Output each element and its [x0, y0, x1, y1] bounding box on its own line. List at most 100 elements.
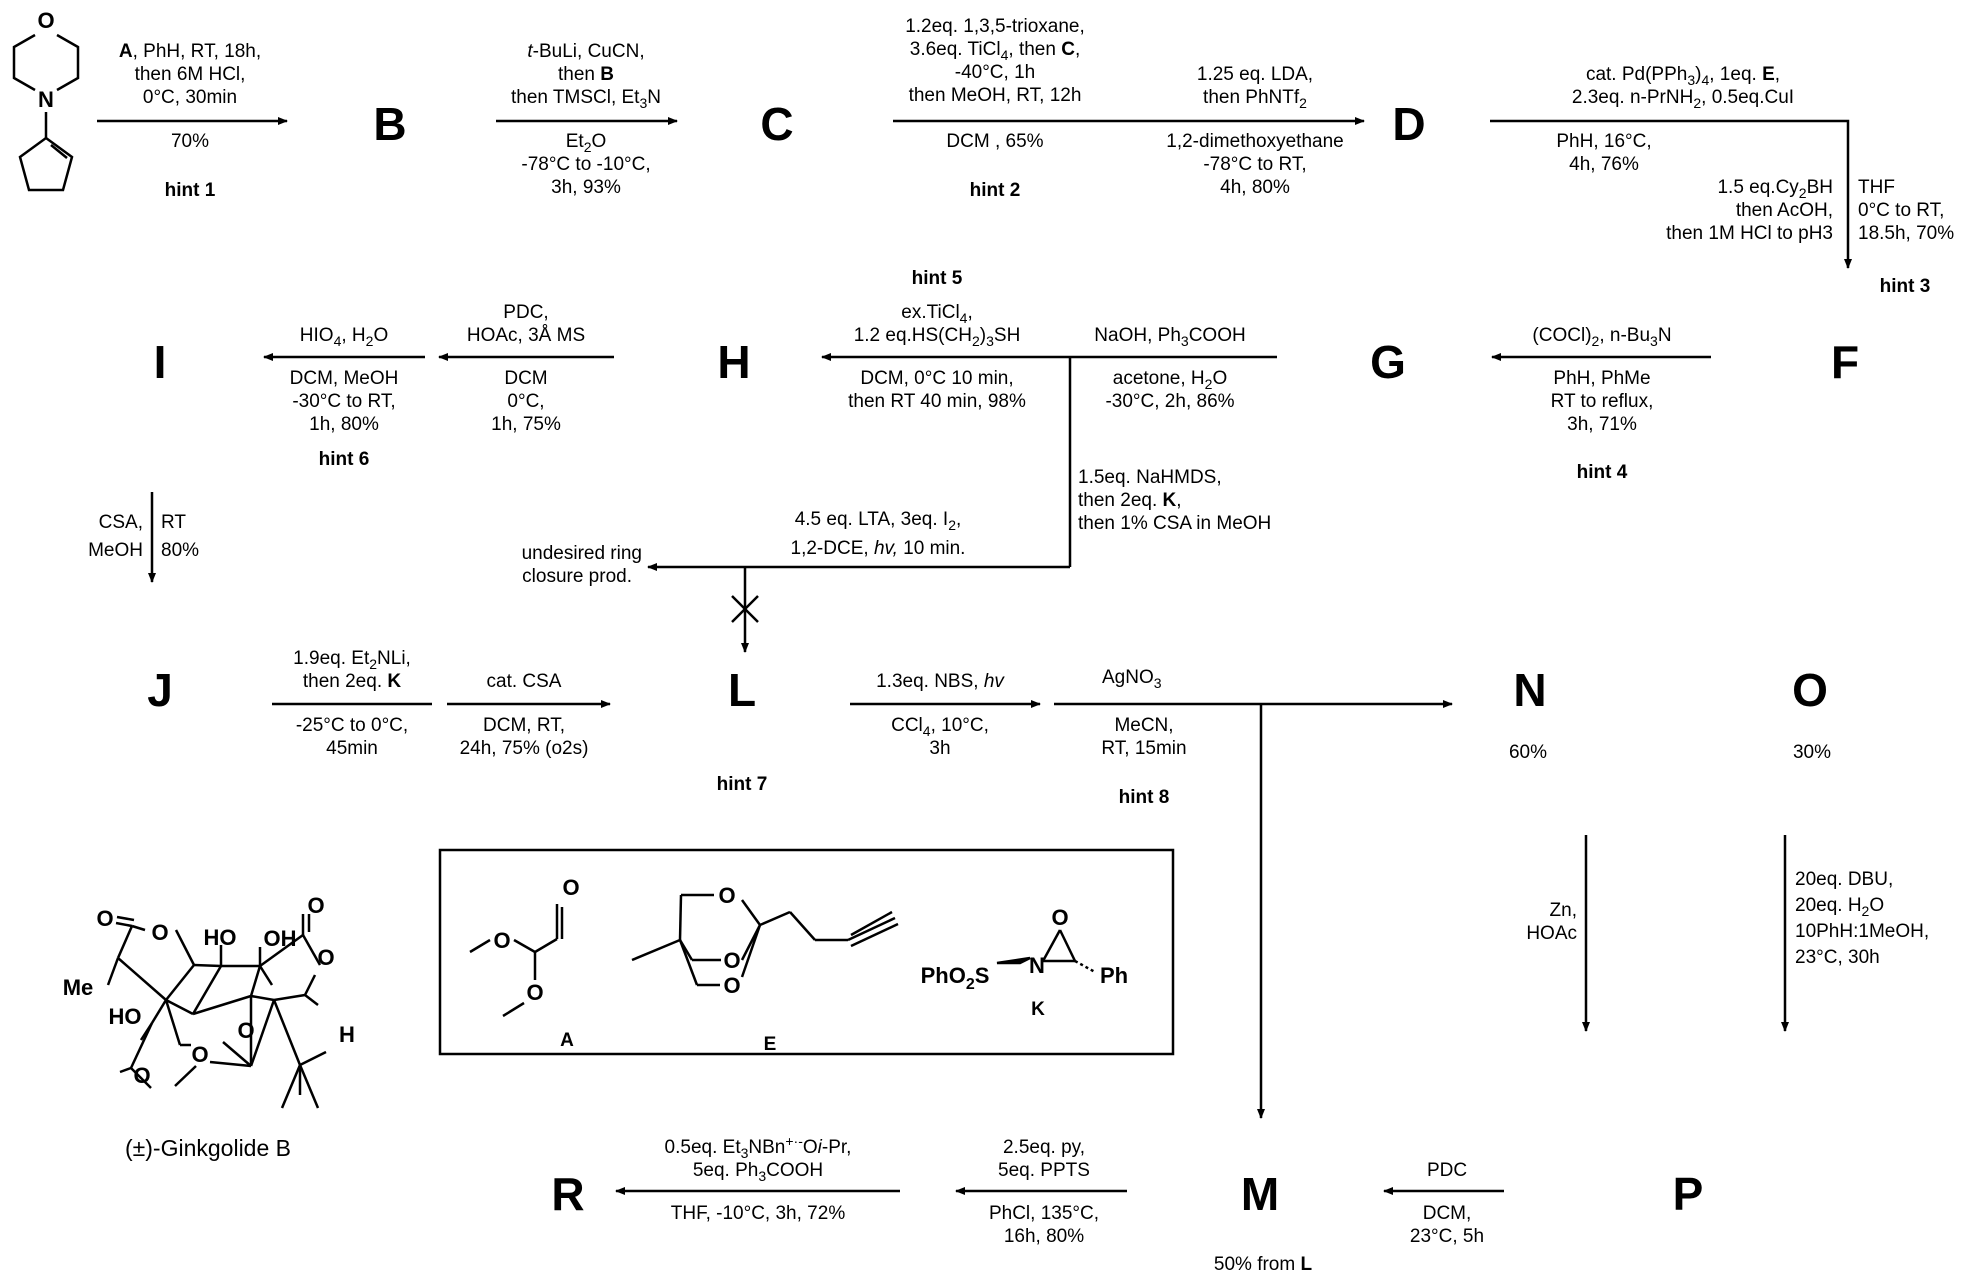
step16-cond-1: cat. CSA — [487, 671, 562, 692]
step15-cond-2: then 2eq. K — [303, 671, 402, 692]
step1-cond-2: then 6M HCl, — [135, 64, 246, 85]
K-nitrogen: N — [1029, 953, 1045, 978]
step16-cond-3: 24h, 75% (o2s) — [460, 738, 589, 759]
step15-cond-1: 1.9eq. Et2NLi, — [293, 648, 411, 672]
step13-cond-1: 1.5eq. NaHMDS, — [1078, 467, 1222, 488]
compound-N: N — [1513, 664, 1546, 716]
compound-F: F — [1831, 336, 1859, 388]
step5-cond-1: cat. Pd(PPh3)4, 1eq. E, — [1586, 64, 1780, 88]
step5-cond-4: 4h, 76% — [1569, 154, 1639, 175]
g-hydroxyl-2: OH — [264, 926, 297, 951]
step17-cond-3: 3h — [929, 738, 950, 759]
step3-cond-4: then MeOH, RT, 12h — [909, 85, 1082, 106]
g-hydroxyl-3: HO — [109, 1004, 142, 1029]
step3-cond-1: 1.2eq. 1,3,5-trioxane, — [905, 16, 1085, 37]
yield-M: 50% from L — [1214, 1254, 1313, 1275]
step22-cond-1: 2.5eq. py, — [1003, 1137, 1085, 1158]
arrow-5 — [1490, 119, 1852, 269]
structure-K — [996, 929, 1096, 974]
step7-cond-1: (COCl)2, n-Bu3N — [1532, 325, 1671, 349]
step10-cond-1: PDC, — [503, 302, 548, 323]
step5-cond-3: PhH, 16°C, — [1556, 131, 1651, 152]
step3-cond-3: -40°C, 1h — [955, 62, 1035, 83]
A-oxygen-2: O — [562, 875, 579, 900]
step4-cond-2: then PhNTf2 — [1203, 87, 1307, 111]
g-methyl: Me — [63, 975, 94, 1000]
g-hydrogen: H — [339, 1022, 355, 1047]
step20-cond-1: 20eq. DBU, — [1795, 869, 1893, 890]
E-oxygen-3: O — [723, 973, 740, 998]
undesired-product-2: closure prod. — [522, 566, 632, 587]
compound-B: B — [373, 98, 406, 150]
enamine-structure — [12, 33, 80, 192]
step2-cond-5: -78°C to -10°C, — [521, 154, 650, 175]
step10-cond-5: 1h, 75% — [491, 414, 561, 435]
step19-cond-1: Zn, — [1550, 900, 1577, 921]
step21-cond-3: 23°C, 5h — [1410, 1226, 1484, 1247]
step1-cond-3: 0°C, 30min — [143, 87, 237, 108]
compound-R: R — [551, 1168, 584, 1220]
A-oxygen-3: O — [526, 980, 543, 1005]
step9-cond-4: then RT 40 min, 98% — [848, 391, 1026, 412]
step20-cond-3: 10PhH:1MeOH, — [1795, 921, 1929, 942]
step6-left-1: 1.5 eq.Cy2BH — [1717, 177, 1833, 201]
undesired-product-1: undesired ring — [522, 543, 642, 564]
hint-8: hint 8 — [1119, 787, 1170, 808]
step22-cond-3: PhCl, 135°C, — [989, 1203, 1099, 1224]
compound-G: G — [1370, 336, 1406, 388]
K-phenyl: Ph — [1100, 963, 1128, 988]
blocked-cross-icon — [731, 595, 759, 623]
step20-cond-4: 23°C, 30h — [1795, 947, 1880, 968]
g-oxygen-ring-2: O — [317, 945, 334, 970]
compound-D: D — [1392, 98, 1425, 150]
step22-cond-4: 16h, 80% — [1004, 1226, 1084, 1247]
step11-cond-2: DCM, MeOH — [290, 368, 399, 389]
compound-I: I — [154, 336, 167, 388]
step7-cond-4: 3h, 71% — [1567, 414, 1637, 435]
step16-cond-2: DCM, RT, — [483, 715, 565, 736]
step2-cond-4: Et2O — [566, 131, 607, 155]
compound-M: M — [1241, 1168, 1279, 1220]
step18-cond-1: AgNO3 — [1102, 667, 1162, 691]
step11-cond-3: -30°C to RT, — [292, 391, 395, 412]
K-oxygen: O — [1051, 905, 1068, 930]
hint-2: hint 2 — [970, 180, 1021, 201]
step9-cond-3: DCM, 0°C 10 min, — [860, 368, 1013, 389]
g-oxygen-bridge: O — [237, 1018, 254, 1043]
step23-cond-2: 5eq. Ph3COOH — [693, 1160, 823, 1184]
g-oxygen-3: O — [133, 1063, 150, 1088]
step6-right-1: THF — [1858, 177, 1895, 198]
hint-4: hint 4 — [1577, 462, 1628, 483]
step1-yield: 70% — [171, 131, 209, 152]
step19-cond-2: HOAc — [1526, 923, 1577, 944]
step14-cond-2: 1,2-DCE, hv, 10 min. — [791, 538, 966, 559]
step18-cond-2: MeCN, — [1114, 715, 1173, 736]
morpholine-nitrogen: N — [38, 87, 54, 112]
hint-1: hint 1 — [165, 180, 216, 201]
step14-cond-1: 4.5 eq. LTA, 3eq. I2, — [795, 509, 962, 533]
label-K: K — [1031, 999, 1045, 1020]
step6-left-3: then 1M HCl to pH3 — [1666, 223, 1833, 244]
step15-cond-3: -25°C to 0°C, — [296, 715, 408, 736]
A-oxygen-1: O — [493, 928, 510, 953]
step4-cond-4: -78°C to RT, — [1203, 154, 1306, 175]
step4-cond-3: 1,2-dimethoxyethane — [1166, 131, 1343, 152]
step13-cond-2: then 2eq. K, — [1078, 490, 1182, 511]
compound-C: C — [760, 98, 793, 150]
step9-cond-2: 1.2 eq.HS(CH2)3SH — [854, 325, 1021, 349]
ginkgolide-name: (±)-Ginkgolide B — [125, 1135, 291, 1161]
ginkgolide-structure — [106, 914, 327, 1109]
hint-7: hint 7 — [717, 774, 768, 795]
step8-cond-3: -30°C, 2h, 86% — [1105, 391, 1234, 412]
step10-cond-2: HOAc, 3Å MS — [467, 325, 585, 346]
morpholine-oxygen: O — [37, 8, 54, 33]
step11-cond-1: HIO4, H2O — [300, 325, 388, 349]
label-E: E — [764, 1034, 777, 1055]
step15-cond-4: 45min — [326, 738, 378, 759]
hint-5: hint 5 — [912, 268, 963, 289]
step12-left-2: MeOH — [88, 540, 143, 561]
step2-cond-3: then TMSCl, Et3N — [511, 87, 661, 111]
structure-E — [631, 893, 899, 987]
g-hydroxyl-1: HO — [204, 925, 237, 950]
